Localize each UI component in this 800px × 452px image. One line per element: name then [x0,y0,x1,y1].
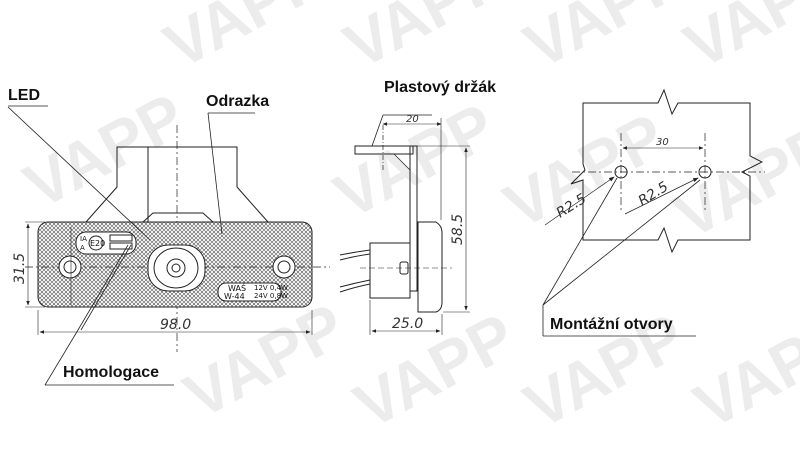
marking-model: W-44 [224,292,245,301]
dim-bracket-offset: 20 [406,114,419,125]
label-homologation: Homologace [63,364,159,381]
svg-text:VAPP: VAPP [673,0,800,82]
svg-text:VAPP: VAPP [173,289,356,432]
label-bracket: Plastový držák [384,79,496,96]
dim-total-height: 58.5 [450,214,466,245]
marking-maker: WAŚ [228,282,246,293]
emblem-ia: IA [80,235,87,243]
mount-hole-right [698,165,712,179]
svg-text:VAPP: VAPP [663,109,800,252]
dim-radius-right: R2.5 [636,179,672,210]
emblem-approval: E20 [90,239,105,248]
marking-12v: 12V 0,4W [254,284,288,292]
left-mount-hole [58,255,82,279]
led-lens [147,244,206,292]
mounting-view [542,88,765,337]
dim-hole-spacing: 30 [656,137,669,148]
emblem-a: A [80,244,85,252]
dim-height: 31.5 [12,253,28,284]
marking-24v: 24V 0,8W [254,292,288,300]
label-mounting-holes: Montážní otvory [550,316,673,333]
mount-hole-left [614,165,628,179]
label-reflector: Odrazka [206,93,269,110]
label-led: LED [8,87,40,104]
right-mount-hole [272,255,296,279]
front-view [7,105,330,386]
side-view [339,114,470,335]
dim-depth: 25.0 [392,316,423,332]
svg-text:VAPP: VAPP [333,0,516,82]
svg-text:VAPP: VAPP [683,299,800,442]
svg-text:VAPP: VAPP [153,0,336,82]
dim-width: 98.0 [160,317,191,333]
svg-text:VAPP: VAPP [513,0,696,82]
svg-text:VAPP: VAPP [323,89,506,232]
